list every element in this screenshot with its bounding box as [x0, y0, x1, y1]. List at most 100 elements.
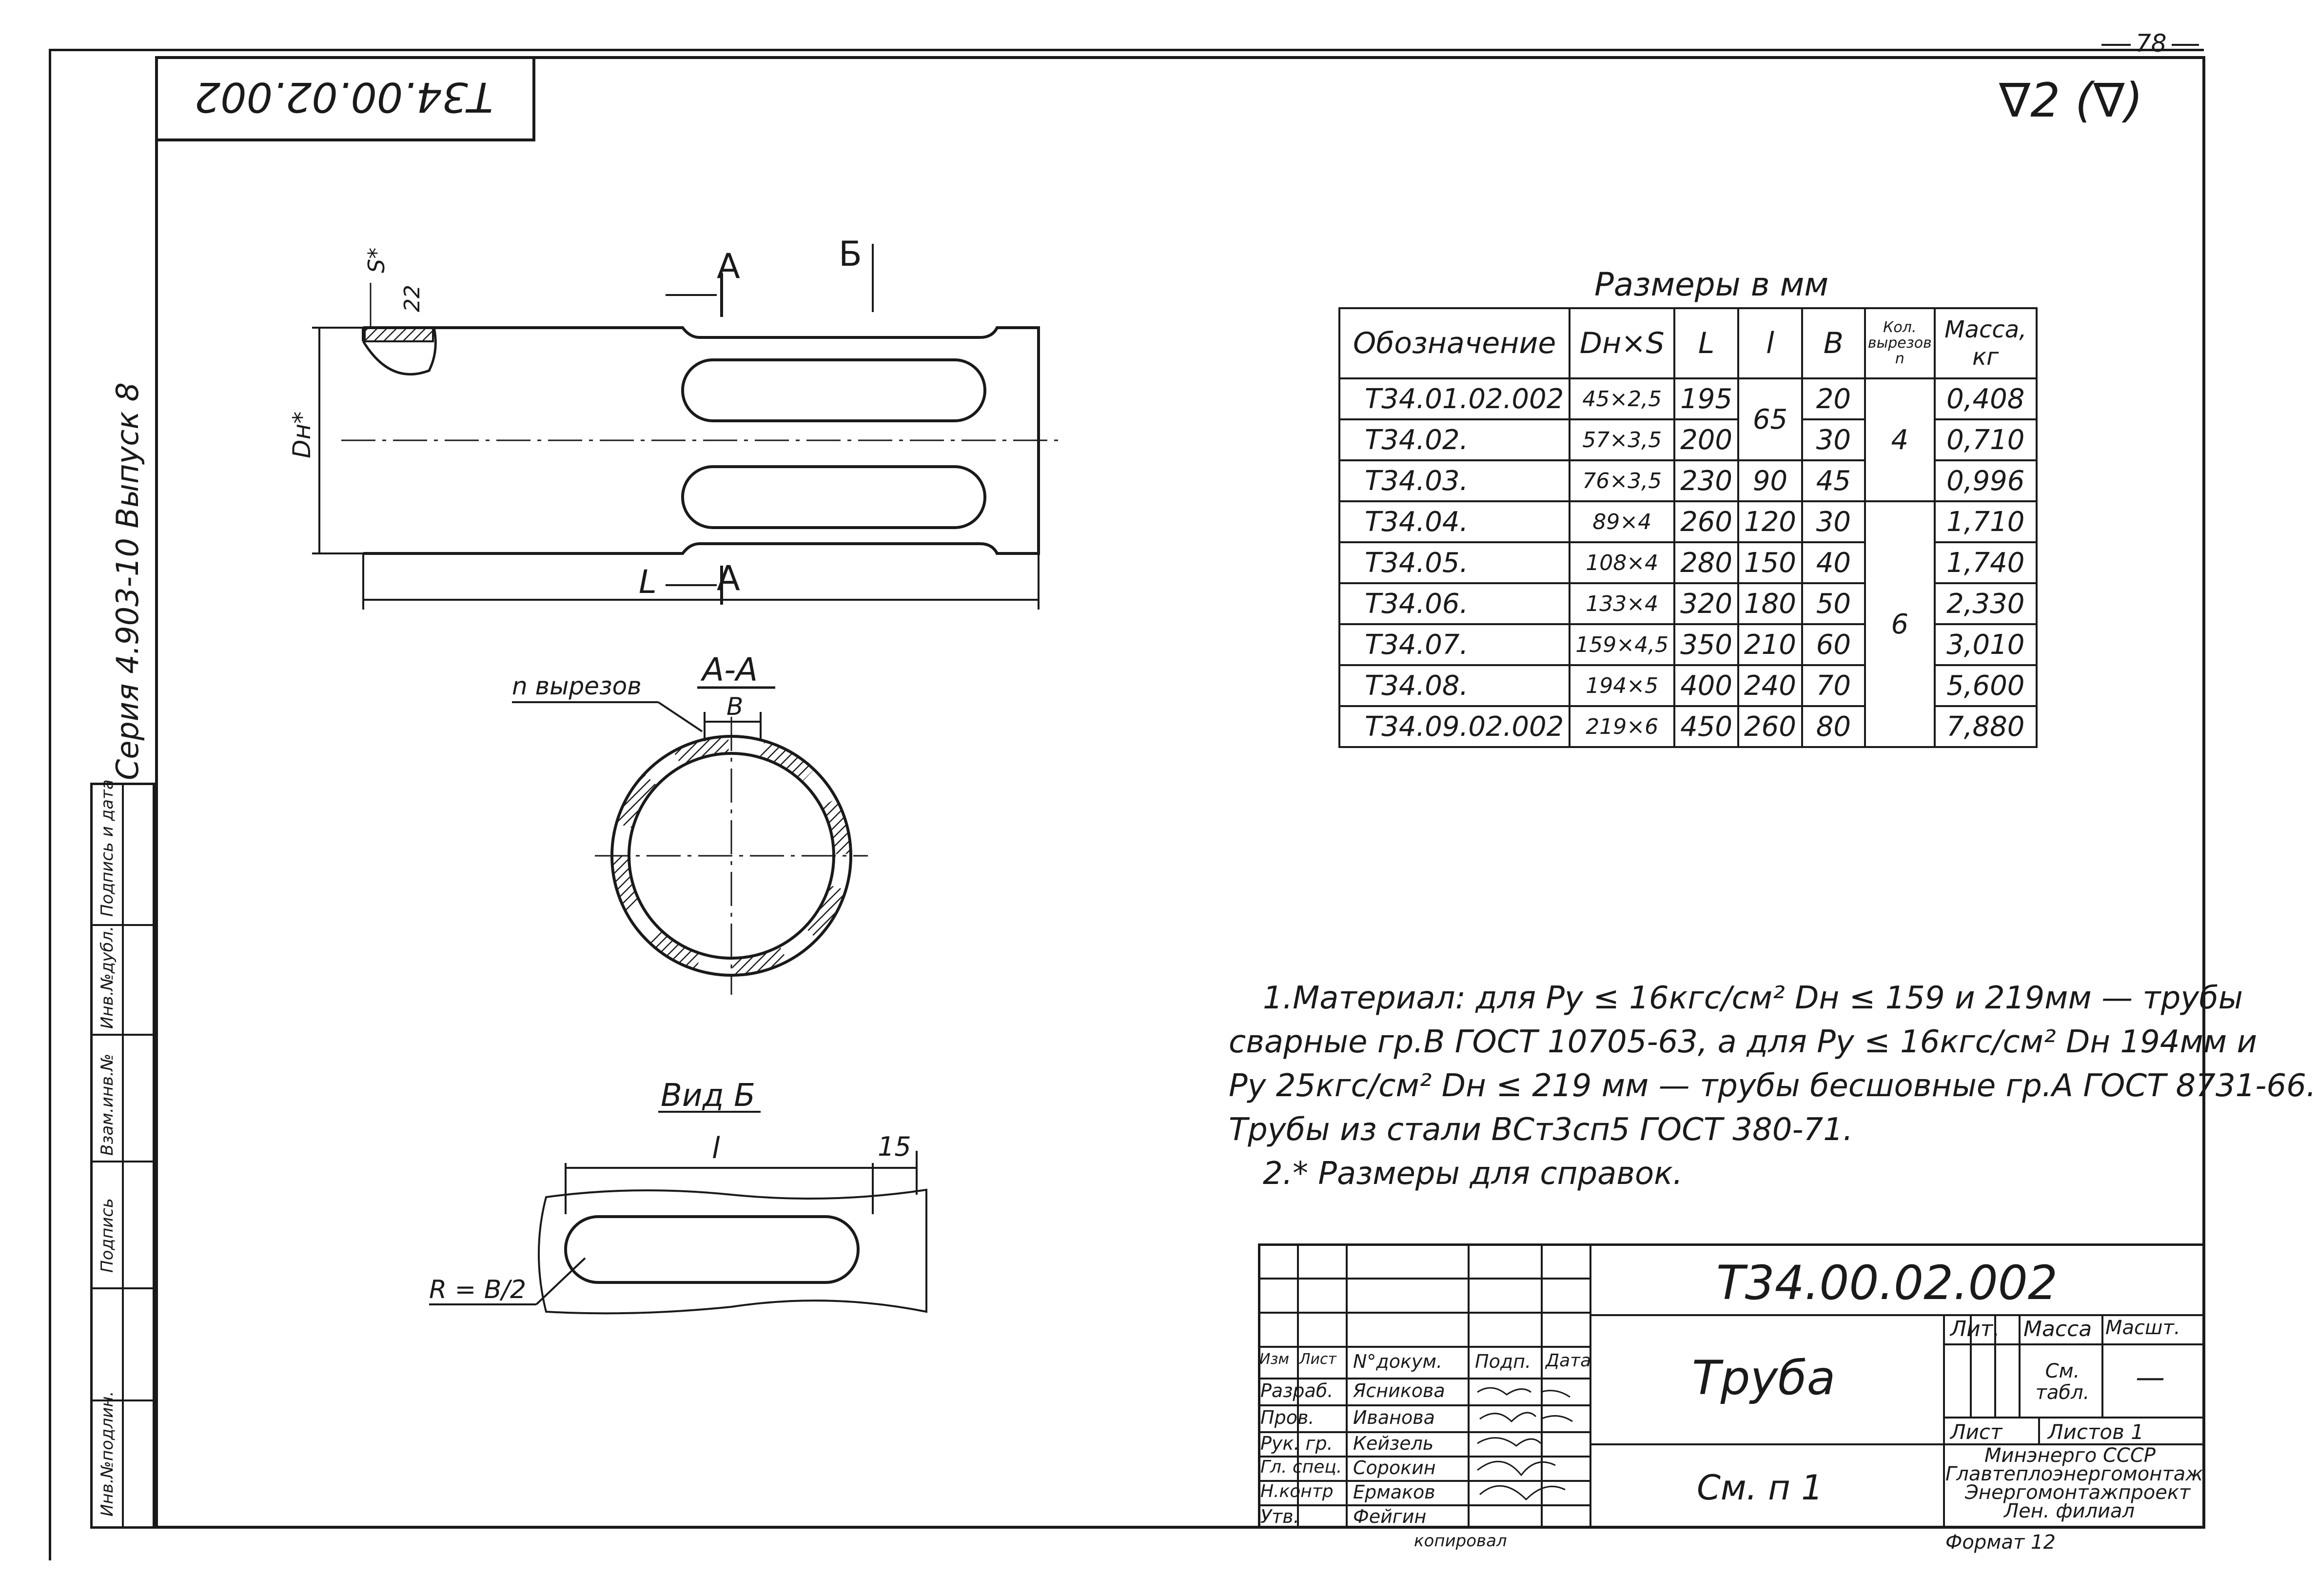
cell-designation: Т34.05. [1338, 541, 1571, 584]
tb-name: Труба [1692, 1351, 1836, 1405]
tb-hline [1258, 1378, 1590, 1379]
cell-mass: 0,996 [1933, 459, 2038, 502]
tb-col-izm: Изм [1259, 1351, 1290, 1368]
tb-vline [2019, 1314, 2021, 1417]
tb-role: Рук. гр. [1260, 1433, 1333, 1454]
label-radius: R = B/2 [429, 1275, 527, 1304]
table-row: Т34.09.02.002 219×6 450 260 80 7,880 [1338, 705, 2038, 748]
side-stamp-column [90, 783, 155, 1529]
label-width-B: B [726, 692, 744, 721]
tb-designation: Т34.00.02.002 [1716, 1256, 2058, 1310]
cell-dn-s: 45×2,5 [1569, 377, 1676, 420]
side-row-line [93, 1034, 153, 1036]
cell-B: 20 [1801, 377, 1866, 420]
tb-hline [1258, 1404, 1590, 1406]
cell-l: 90 [1737, 459, 1803, 502]
cell-n: 6 [1864, 500, 1936, 748]
table-row: Т34.07. 159×4,5 350 210 60 3,010 [1338, 623, 2038, 666]
tb-vline [1468, 1243, 1470, 1529]
header-n: Кол. вырезов n [1864, 307, 1936, 379]
cell-designation: Т34.02. [1338, 418, 1571, 461]
cell-L: 260 [1673, 500, 1739, 543]
tb-vline [2038, 1417, 2040, 1443]
tb-org: Главтеплоэнергомонтаж [1945, 1463, 2203, 1485]
tb-vline [2101, 1314, 2103, 1417]
drawing-frame [155, 56, 2205, 1529]
tb-col-sign: Подп. [1475, 1351, 1531, 1372]
note-line: сварные гр.В ГОСТ 10705-63, а для Pу ≤ 1… [1229, 1024, 2257, 1060]
tb-scale-label: Масшт. [2105, 1317, 2180, 1339]
roughness-mark: ∇2 (∇) [1999, 73, 2143, 128]
tb-reference: См. п 1 [1697, 1468, 1823, 1508]
technical-drawing [312, 244, 1063, 1315]
cell-L: 320 [1673, 582, 1739, 625]
title-block [1258, 1243, 2205, 1529]
cell-designation: Т34.06. [1338, 582, 1571, 625]
dimensions-table: Обозначение Dн×S L l B Кол. вырезов n Ма… [1338, 307, 2038, 748]
tb-hline [1258, 1431, 1590, 1433]
label-dim-15: 15 [878, 1131, 911, 1162]
cell-dn-s: 194×5 [1569, 664, 1676, 707]
table-row: Т34.02. 57×3,5 200 30 0,710 [1338, 418, 2038, 461]
cell-B: 45 [1801, 459, 1866, 502]
cell-mass: 2,330 [1933, 582, 2038, 625]
header-designation: Обозначение [1338, 307, 1571, 379]
tb-hline [1943, 1343, 2205, 1345]
cell-l: 150 [1737, 541, 1803, 584]
cell-designation: Т34.07. [1338, 623, 1571, 666]
label-dn-star: Dн* [288, 411, 316, 458]
label-section-aa: А-А [702, 651, 758, 689]
label-s-star: S* [363, 247, 390, 273]
tb-sheets-label: Листов 1 [2048, 1420, 2144, 1444]
tb-role: Утв. [1260, 1506, 1299, 1527]
cell-mass: 7,880 [1933, 705, 2038, 748]
label-length-L: L [639, 563, 657, 601]
note-line: Pу 25кгс/см² Dн ≤ 219 мм — трубы бесшовн… [1229, 1068, 2316, 1104]
cell-L: 280 [1673, 541, 1739, 584]
note-line: 1.Материал: для Pу ≤ 16кгс/см² Dн ≤ 159 … [1263, 980, 2243, 1016]
section-a-a [512, 686, 868, 995]
table-row: Т34.05. 108×4 280 150 40 1,740 [1338, 541, 2038, 584]
cell-l: 210 [1737, 623, 1803, 666]
cell-L: 450 [1673, 705, 1739, 748]
cell-mass: 0,710 [1933, 418, 2038, 461]
table-row: Т34.06. 133×4 320 180 50 2,330 [1338, 582, 2038, 625]
table-row: Т34.01.02.002 45×2,5 195 65 20 4 0,408 [1338, 377, 2038, 502]
tb-col-doc: N°докум. [1353, 1351, 1443, 1372]
tb-hline [1258, 1278, 1590, 1280]
header-l: l [1737, 307, 1803, 379]
cell-dn-s: 89×4 [1569, 500, 1676, 543]
label-22: 22 [400, 285, 425, 312]
tb-vline [1590, 1243, 1591, 1529]
table-header-row: Обозначение Dн×S L l B Кол. вырезов n Ма… [1338, 307, 2038, 379]
tb-role: Разраб. [1260, 1380, 1334, 1401]
cell-designation: Т34.04. [1338, 500, 1571, 543]
outer-frame [49, 49, 2204, 1560]
tb-vline [1346, 1243, 1348, 1529]
cell-l: 120 [1737, 500, 1803, 543]
tb-vline [1297, 1243, 1299, 1529]
tb-col-date: Дата [1546, 1351, 1591, 1371]
tb-footer: копировал [1414, 1531, 1507, 1551]
tb-role: Н.контр [1260, 1481, 1334, 1501]
cell-L: 400 [1673, 664, 1739, 707]
header-dn-s: Dн×S [1569, 307, 1676, 379]
cell-l: 180 [1737, 582, 1803, 625]
tb-hline [1258, 1312, 1590, 1314]
cell-l: 260 [1737, 705, 1803, 748]
table-row: Т34.08. 194×5 400 240 70 5,600 [1338, 664, 2038, 707]
cell-B: 40 [1801, 541, 1866, 584]
cell-dn-s: 57×3,5 [1569, 418, 1676, 461]
cell-B: 30 [1801, 418, 1866, 461]
cell-dn-s: 76×3,5 [1569, 459, 1676, 502]
tb-org: Лен. филиал [2004, 1500, 2135, 1522]
cell-l: 240 [1737, 664, 1803, 707]
tb-person: Кейзель [1353, 1433, 1434, 1454]
tb-person: Иванова [1353, 1407, 1435, 1428]
signatures [1477, 1387, 1573, 1501]
cell-L: 195 [1673, 377, 1739, 420]
cell-B: 70 [1801, 664, 1866, 707]
cell-designation: Т34.08. [1338, 664, 1571, 707]
tb-hline [1590, 1314, 2205, 1316]
tb-vline [1970, 1314, 1972, 1417]
